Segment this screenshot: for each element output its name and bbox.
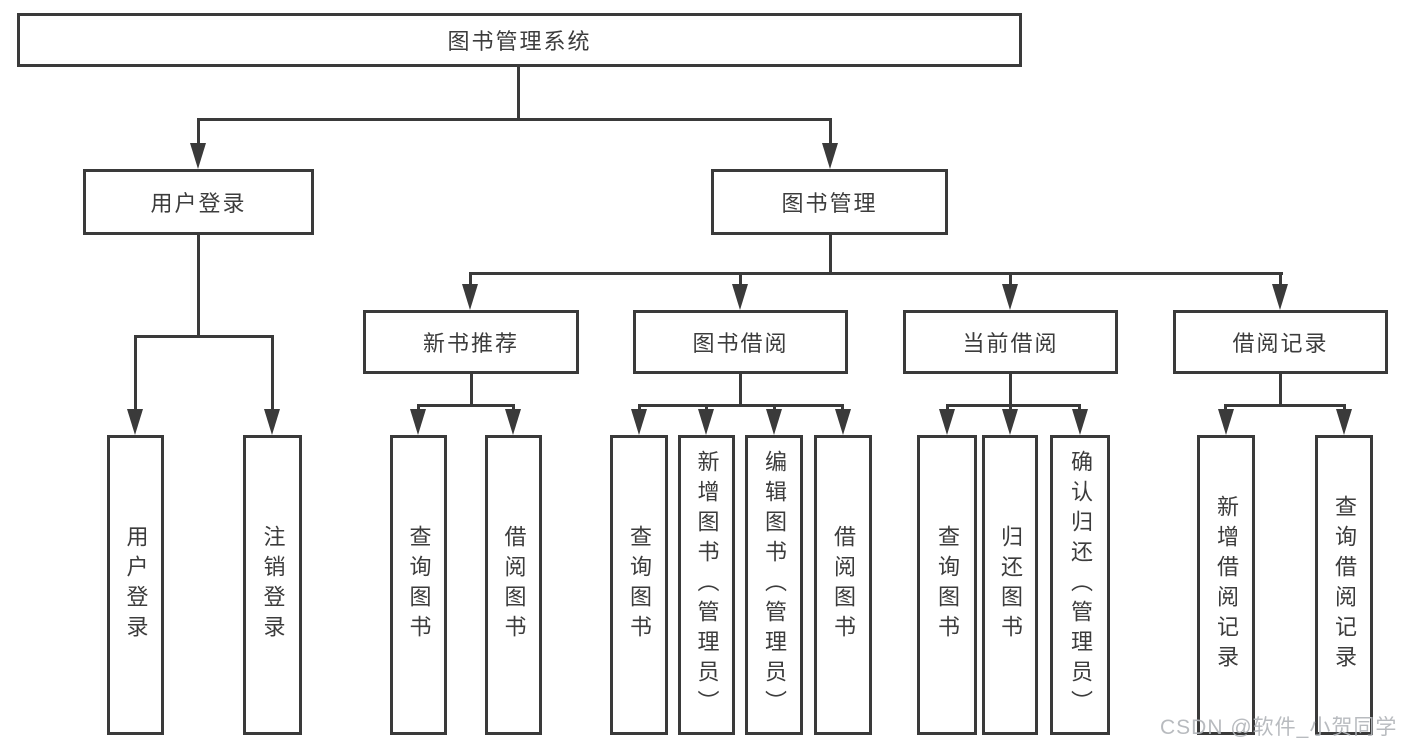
connector-line (417, 404, 515, 407)
connector-line (739, 374, 742, 407)
connector-line (469, 272, 472, 292)
connector-line (197, 235, 200, 338)
leaf-query-books-recommend: 查询图书 (390, 435, 447, 735)
leaf-return-books: 归还图书 (982, 435, 1038, 735)
arrowhead-down-icon (462, 284, 478, 310)
connector-line (1009, 374, 1012, 407)
arrowhead-down-icon (1218, 409, 1234, 435)
connector-line (517, 67, 520, 121)
arrowhead-down-icon (1002, 409, 1018, 435)
arrowhead-down-icon (264, 409, 280, 435)
leaf-query-borrow-record: 查询借阅记录 (1315, 435, 1373, 735)
node-borrowing-records: 借阅记录 (1173, 310, 1388, 374)
node-book-borrowing: 图书借阅 (633, 310, 848, 374)
connector-line (946, 404, 1081, 407)
connector-line (134, 335, 137, 413)
connector-line (829, 235, 832, 275)
leaf-query-books-borrow: 查询图书 (610, 435, 668, 735)
arrowhead-down-icon (732, 284, 748, 310)
leaf-add-borrow-record: 新增借阅记录 (1197, 435, 1255, 735)
leaf-borrow-books: 借阅图书 (814, 435, 872, 735)
connector-line (638, 404, 844, 407)
arrowhead-down-icon (190, 143, 206, 169)
arrowhead-down-icon (835, 409, 851, 435)
connector-line (271, 335, 274, 413)
leaf-add-books-admin: 新增图书（管理员） (678, 435, 735, 735)
connector-line (1009, 272, 1012, 292)
connector-line (470, 374, 473, 407)
node-library-management-system: 图书管理系统 (17, 13, 1022, 67)
connector-line (1279, 374, 1282, 407)
arrowhead-down-icon (127, 409, 143, 435)
node-new-book-recommendation: 新书推荐 (363, 310, 579, 374)
connector-line (829, 118, 832, 146)
arrowhead-down-icon (698, 409, 714, 435)
leaf-user-login: 用户登录 (107, 435, 164, 735)
leaf-edit-books-admin: 编辑图书（管理员） (745, 435, 803, 735)
connector-line (739, 272, 742, 292)
arrowhead-down-icon (766, 409, 782, 435)
arrowhead-down-icon (939, 409, 955, 435)
arrowhead-down-icon (505, 409, 521, 435)
connector-line (1224, 404, 1345, 407)
arrowhead-down-icon (1272, 284, 1288, 310)
connector-line (197, 118, 832, 121)
arrowhead-down-icon (1072, 409, 1088, 435)
leaf-borrow-books-recommend: 借阅图书 (485, 435, 542, 735)
connector-line (469, 272, 1283, 275)
arrowhead-down-icon (1336, 409, 1352, 435)
leaf-query-books-current: 查询图书 (917, 435, 977, 735)
leaf-logout: 注销登录 (243, 435, 302, 735)
connector-line (197, 118, 200, 146)
arrowhead-down-icon (410, 409, 426, 435)
arrowhead-down-icon (1002, 284, 1018, 310)
csdn-watermark: CSDN @软件_小贺同学 (1160, 716, 1398, 739)
connector-line (134, 335, 274, 338)
connector-line (1279, 272, 1282, 292)
node-user-login: 用户登录 (83, 169, 314, 235)
arrowhead-down-icon (822, 143, 838, 169)
arrowhead-down-icon (631, 409, 647, 435)
leaf-confirm-return-admin: 确认归还（管理员） (1050, 435, 1110, 735)
node-book-management: 图书管理 (711, 169, 948, 235)
node-current-borrowing: 当前借阅 (903, 310, 1118, 374)
